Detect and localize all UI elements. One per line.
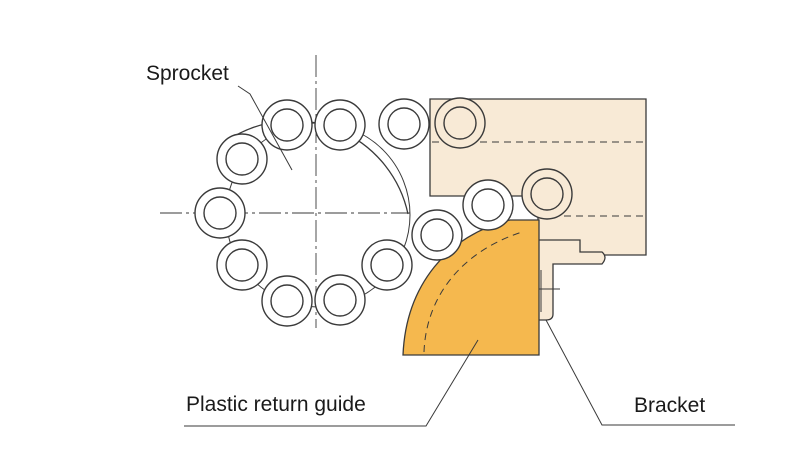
roller-inner-circle <box>270 284 304 318</box>
chain-roller <box>261 99 313 151</box>
roller-outer-circle <box>261 275 313 327</box>
roller-inner-circle <box>530 177 564 211</box>
guide-hidden-arc <box>423 231 523 353</box>
roller-outer-circle <box>194 187 246 239</box>
chain-roller <box>411 209 463 261</box>
roller-outer-circle <box>462 179 514 231</box>
roller-inner-circle <box>225 248 259 282</box>
chain-roller <box>216 239 268 291</box>
chain-roller <box>361 239 413 291</box>
roller-inner-circle <box>370 248 404 282</box>
roller-inner-circle <box>443 106 477 140</box>
chain-roller <box>314 99 366 151</box>
roller-outer-circle <box>216 239 268 291</box>
roller-inner-circle <box>471 188 505 222</box>
return-guide-leader-line <box>184 339 479 427</box>
roller-outer-circle <box>361 239 413 291</box>
sprocket-label: Sprocket <box>146 62 229 85</box>
roller-outer-circle <box>216 133 268 185</box>
roller-outer-circle <box>521 168 573 220</box>
roller-inner-circle <box>323 283 357 317</box>
chain-roller <box>521 168 573 220</box>
bracket-label: Bracket <box>634 394 705 417</box>
roller-outer-circle <box>378 98 430 150</box>
roller-outer-circle <box>411 209 463 261</box>
chain-roller <box>378 98 430 150</box>
chain-roller <box>434 97 486 149</box>
bracket-leader-line <box>545 319 735 426</box>
bracket <box>537 239 606 321</box>
roller-inner-circle <box>203 196 237 230</box>
roller-inner-circle <box>323 108 357 142</box>
roller-inner-circle <box>270 108 304 142</box>
chain-rollers <box>194 97 573 327</box>
chain-roller <box>462 179 514 231</box>
roller-outer-circle <box>434 97 486 149</box>
chain-roller <box>314 274 366 326</box>
roller-inner-circle <box>225 142 259 176</box>
chain-roller <box>216 133 268 185</box>
roller-outer-circle <box>314 274 366 326</box>
roller-outer-circle <box>261 99 313 151</box>
plastic-return-guide-label: Plastic return guide <box>186 393 366 416</box>
chain-roller <box>261 275 313 327</box>
chain-roller <box>194 187 246 239</box>
sprocket-leader-line <box>237 85 293 171</box>
roller-inner-circle <box>387 107 421 141</box>
roller-inner-circle <box>420 218 454 252</box>
roller-outer-circle <box>314 99 366 151</box>
